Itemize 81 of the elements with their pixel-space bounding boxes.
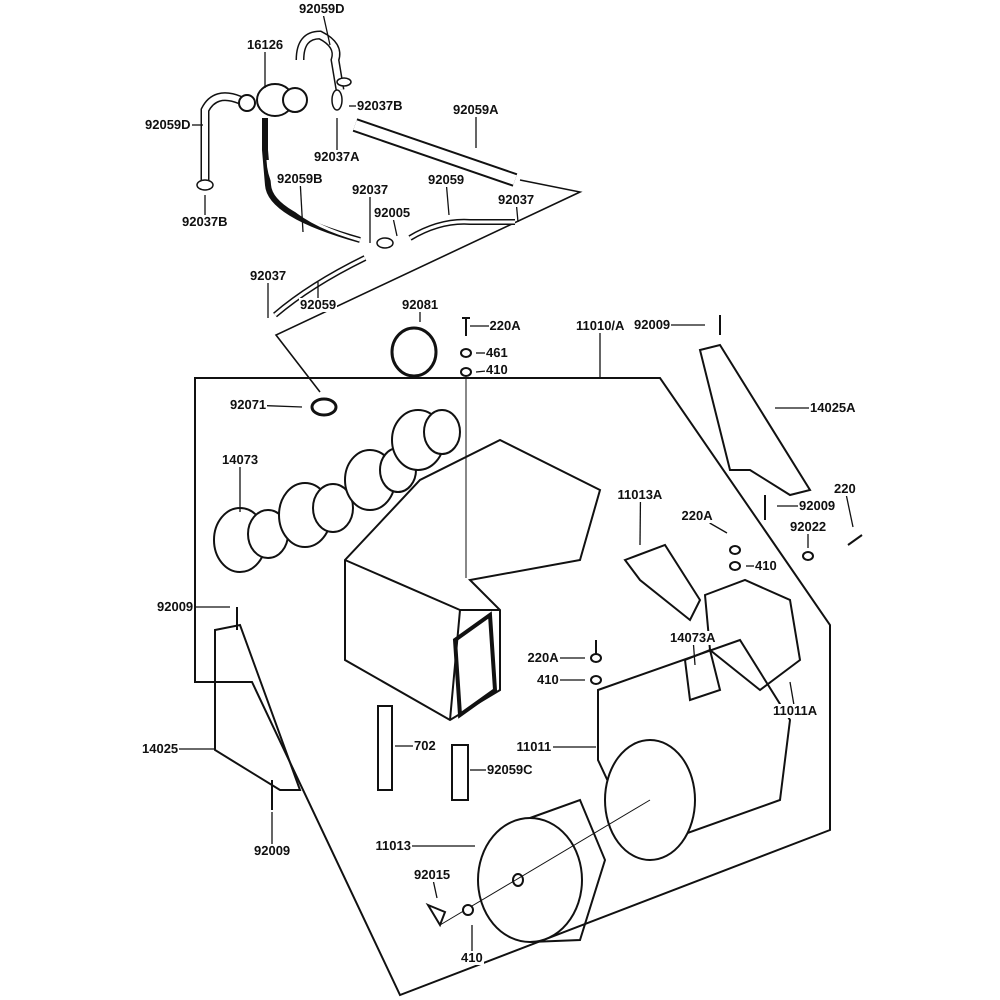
leader-line: [192, 124, 203, 126]
part-number: 92059C: [486, 763, 534, 777]
part-number: 92059: [299, 298, 338, 312]
part-number: 220: [833, 482, 857, 496]
part-number: 410: [754, 559, 778, 573]
leader-line: [807, 534, 809, 548]
part-number: 92022: [789, 520, 828, 534]
part-number: 461: [485, 346, 509, 360]
part-number: 14073: [221, 453, 260, 467]
leader-line: [336, 118, 338, 150]
part-number: 92037B: [356, 99, 404, 113]
leader-line: [789, 682, 794, 704]
part-number: 410: [536, 673, 560, 687]
leader-line: [317, 282, 319, 298]
part-number: 92059B: [276, 172, 324, 186]
leader-line: [671, 324, 705, 326]
part-number: 410: [485, 363, 509, 377]
leader-line: [369, 197, 371, 243]
leader-line: [179, 748, 215, 750]
part-number: 92037A: [313, 150, 361, 164]
leader-line: [560, 679, 585, 681]
part-number: 92037B: [181, 215, 229, 229]
leader-line: [392, 220, 398, 236]
part-number: 410: [460, 951, 484, 965]
leader-line: [266, 405, 302, 408]
leader-line: [204, 195, 206, 215]
leader-line: [777, 505, 798, 507]
part-number: 220A: [488, 319, 522, 333]
leader-line: [846, 496, 854, 528]
part-number: 92037: [497, 193, 536, 207]
part-number: 92081: [401, 298, 440, 312]
leader-line: [412, 845, 475, 847]
part-number: 92071: [229, 398, 268, 412]
leader-line: [322, 16, 331, 46]
leader-line: [775, 407, 809, 409]
leader-line: [194, 606, 230, 608]
part-number: 92005: [373, 206, 412, 220]
part-number: 92037: [249, 269, 288, 283]
part-number: 92009: [156, 600, 194, 614]
leader-line: [271, 812, 273, 844]
part-number: 92009: [798, 499, 836, 513]
leader-line: [264, 52, 266, 88]
leader-line: [709, 522, 728, 534]
leader-line: [553, 746, 596, 748]
leader-line: [639, 502, 642, 545]
part-number: 11011A: [772, 704, 818, 718]
leader-line: [470, 325, 489, 327]
part-number: 11010/A: [575, 319, 626, 333]
leader-line: [239, 467, 241, 512]
leader-line: [419, 312, 421, 322]
part-number: 92059A: [452, 103, 500, 117]
leader-line: [395, 745, 413, 747]
leader-line: [432, 882, 438, 898]
part-number: 92015: [413, 868, 452, 882]
leader-line: [446, 186, 450, 216]
part-number: 16126: [246, 38, 284, 52]
leader-line: [267, 283, 269, 318]
part-number: 702: [413, 739, 437, 753]
part-number: 14073A: [669, 631, 717, 645]
part-number: 92009: [633, 318, 672, 332]
part-number: 14025A: [809, 401, 857, 415]
part-number: 92009: [253, 844, 292, 858]
leader-line: [692, 644, 696, 666]
part-number: 92037: [351, 183, 390, 197]
leader-line: [475, 117, 477, 148]
part-number: 14025: [141, 742, 180, 756]
leader-line: [300, 186, 304, 232]
part-number: 92059: [427, 173, 466, 187]
leader-line: [516, 206, 519, 222]
part-number: 11013: [374, 839, 412, 853]
part-number: 92059D: [298, 2, 346, 16]
part-number: 92059D: [144, 118, 192, 132]
leader-line: [476, 370, 486, 373]
leader-line: [560, 657, 585, 659]
part-number: 11011: [516, 740, 552, 754]
part-number: 220A: [526, 651, 560, 665]
leader-line: [471, 925, 473, 951]
leader-line: [470, 769, 486, 771]
leader-line: [599, 333, 601, 378]
part-number: 11013A: [616, 488, 664, 502]
part-number: 220A: [680, 509, 714, 523]
